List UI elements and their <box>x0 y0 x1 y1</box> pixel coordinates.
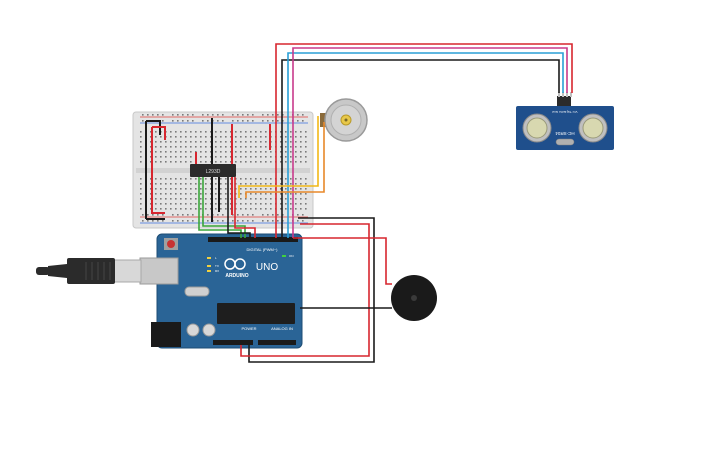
motor-wires <box>238 116 325 198</box>
digital-header <box>208 237 298 242</box>
l293d-driver[interactable]: L293D <box>190 164 236 177</box>
wire-control-black <box>227 177 251 238</box>
sensor-pin-headers <box>558 92 572 97</box>
wire-sensor-echo <box>287 52 564 238</box>
arduino-brand-label: ARDUINO <box>225 273 248 279</box>
arduino-logo <box>224 258 246 270</box>
wire-control-green-2 <box>202 177 246 238</box>
wire-5v-main <box>240 223 370 357</box>
rx-led-label: RX <box>215 269 219 273</box>
wire-sensor-gnd <box>281 59 560 238</box>
dc-motor[interactable] <box>320 98 368 142</box>
analog-header-label: ANALOG IN <box>271 326 293 331</box>
wire-motor-b <box>245 122 325 198</box>
driver-control-wires <box>198 177 256 238</box>
sensor-model-label: HC-SR04 <box>555 131 575 136</box>
wire-control-red <box>234 177 256 238</box>
piezo-buzzer[interactable] <box>391 275 437 321</box>
on-led-label: ON <box>289 254 294 258</box>
arduino-model-label: UNO <box>256 262 278 273</box>
sensor-wires <box>275 43 573 238</box>
ultrasonic-sensor[interactable]: HC-SR04 Vcc Trig Echo Gnd <box>516 92 614 150</box>
usb-cable <box>36 258 142 284</box>
analog-header <box>258 340 296 345</box>
power-header-label: POWER <box>241 326 256 331</box>
atmega-chip <box>217 303 295 324</box>
power-wires <box>240 217 392 363</box>
tx-led-label: TX <box>215 264 219 268</box>
wire-motor-a <box>238 116 319 198</box>
power-header <box>213 340 253 345</box>
arduino-uno[interactable]: DIGITAL (PWM~) POWER ANALOG IN ARDUINO U… <box>139 233 303 349</box>
wire-control-green <box>198 177 242 238</box>
wire-buzzer-signal <box>293 237 392 285</box>
wire-sensor-vcc <box>275 43 573 238</box>
sensor-pins-label: Vcc Trig Echo Gnd <box>552 110 577 114</box>
breadboard-jumpers <box>145 118 271 222</box>
wire-sensor-trig <box>292 47 568 238</box>
dc-power-jack <box>151 322 181 347</box>
digital-header-label: DIGITAL (PWM~) <box>247 247 279 252</box>
ic-label: L293D <box>206 169 221 175</box>
l-led-label: L <box>215 256 217 260</box>
usb-port <box>139 257 179 285</box>
